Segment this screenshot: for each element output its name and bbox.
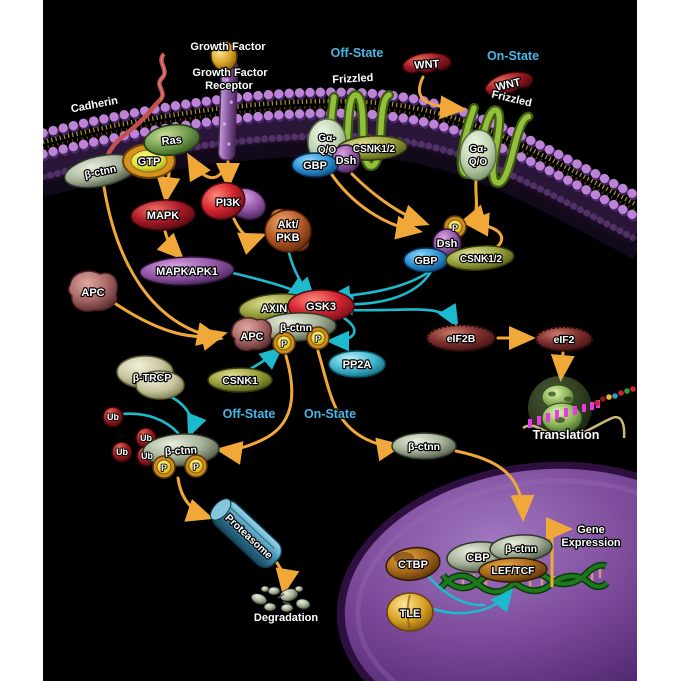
label-beta-catenin-free: β-ctnn	[408, 441, 440, 453]
label-tle: TLE	[400, 608, 421, 620]
label-lef-tcf: LEF/TCF	[491, 565, 535, 577]
label-gene-expression-2: Expression	[561, 537, 621, 549]
label-p-complex-right: P	[315, 334, 321, 344]
label-on-state-top: On-State	[487, 49, 539, 63]
label-off-state-lower: Off-State	[223, 407, 276, 421]
node-wnt-bound	[484, 71, 534, 97]
label-dsh-off: Dsh	[336, 155, 357, 167]
label-apc-left: APC	[81, 287, 104, 299]
node-apc-left	[67, 270, 118, 312]
node-akt-pkb	[264, 208, 312, 253]
node-gbp-off	[291, 152, 339, 178]
label-galpha-on-1: Gα-	[469, 144, 486, 155]
label-wnt-free: WNT	[414, 58, 440, 72]
label-p-complex-left: P	[281, 339, 287, 349]
label-galpha-off-1: Gα-	[318, 133, 335, 144]
node-csnk12-on	[445, 245, 515, 271]
label-ub-3: Ub	[116, 447, 128, 457]
peptide-beads	[594, 386, 636, 406]
label-apc-complex: APC	[240, 331, 263, 343]
label-pi3k: PI3K	[216, 197, 241, 209]
label-beta-catenin-complex: β-ctnn	[280, 322, 312, 334]
label-mapkapk1: MAPKAPK1	[156, 266, 218, 278]
label-gbp-on: GBP	[415, 255, 438, 267]
label-csnk12-off: CSNK1/2	[353, 144, 396, 155]
node-ub-1	[102, 406, 124, 428]
node-beta-trcp	[116, 355, 185, 400]
label-eif2b: eIF2B	[447, 333, 476, 345]
node-apc-complex	[230, 317, 272, 351]
label-ub-2: Ub	[140, 433, 152, 443]
node-pp2a	[328, 350, 386, 378]
label-pp2a: PP2A	[343, 359, 372, 371]
growth-factor-ligand	[210, 40, 238, 72]
label-growth-factor: Growth Factor	[190, 41, 266, 53]
phosphate-badge-ub-left	[152, 455, 176, 479]
label-degradation: Degradation	[254, 612, 318, 624]
label-mapk: MAPK	[147, 210, 179, 222]
node-mapkapk1	[139, 256, 235, 286]
label-ras: Ras	[161, 134, 182, 148]
label-on-state-lower: On-State	[304, 407, 356, 421]
node-galpha-on	[459, 129, 497, 181]
node-beta-catenin-free	[391, 432, 457, 460]
label-beta-trcp: β-TRCP	[133, 372, 172, 384]
label-growth-factor-receptor-2: Receptor	[205, 80, 253, 92]
label-dsh-on: Dsh	[437, 238, 458, 250]
label-p-ub-left: P	[161, 463, 167, 473]
phosphate-badge-complex-right	[306, 326, 330, 350]
label-translation: Translation	[533, 428, 600, 442]
ribosome-translation	[522, 376, 636, 440]
node-mapk	[130, 199, 196, 231]
node-ras	[143, 123, 201, 157]
label-p-dsh: P	[452, 223, 458, 233]
label-ctbp: CTBP	[398, 559, 428, 571]
node-csnk1	[207, 367, 273, 393]
mrna-strand	[522, 415, 626, 439]
label-gsk3: GSK3	[306, 301, 336, 313]
label-off-state-top: Off-State	[331, 46, 384, 60]
node-lef-tcf	[478, 557, 548, 583]
node-ctbp	[385, 546, 441, 582]
nucleus	[336, 461, 637, 681]
node-wnt-free	[401, 52, 452, 74]
label-p-ub-right: P	[193, 462, 199, 472]
label-ub-1: Ub	[107, 412, 119, 422]
phosphate-badge-complex-left	[272, 331, 296, 355]
label-frizzled-off: Frizzled	[332, 72, 374, 86]
node-tle	[386, 592, 434, 632]
label-gene-expression-1: Gene	[577, 524, 605, 536]
degradation-fragments	[250, 585, 311, 613]
label-csnk12-on: CSNK1/2	[460, 254, 503, 265]
label-eif2: eIF2	[553, 334, 574, 346]
label-growth-factor-receptor-1: Growth Factor	[192, 67, 268, 79]
phosphate-badge-ub-right	[184, 454, 208, 478]
node-eif2b	[425, 323, 497, 353]
label-beta-catenin-nucleus: β-ctnn	[505, 543, 537, 555]
label-axin: AXIN	[261, 303, 287, 315]
label-cbp: CBP	[466, 552, 489, 564]
label-beta-catenin-ub: β-ctnn	[165, 444, 198, 458]
label-galpha-off-2: Q/O	[318, 145, 337, 156]
label-akt-2: PKB	[276, 232, 299, 244]
label-ub-4: Ub	[141, 451, 153, 461]
label-gtp: GTP	[138, 156, 161, 168]
label-akt-1: Akt/	[278, 219, 299, 231]
label-csnk1: CSNK1	[222, 375, 258, 387]
node-pi3k	[200, 181, 267, 221]
node-eif2	[534, 325, 594, 353]
node-ub-3	[111, 441, 133, 463]
label-gbp-off: GBP	[303, 160, 327, 172]
label-galpha-on-2: Q/O	[469, 157, 488, 168]
